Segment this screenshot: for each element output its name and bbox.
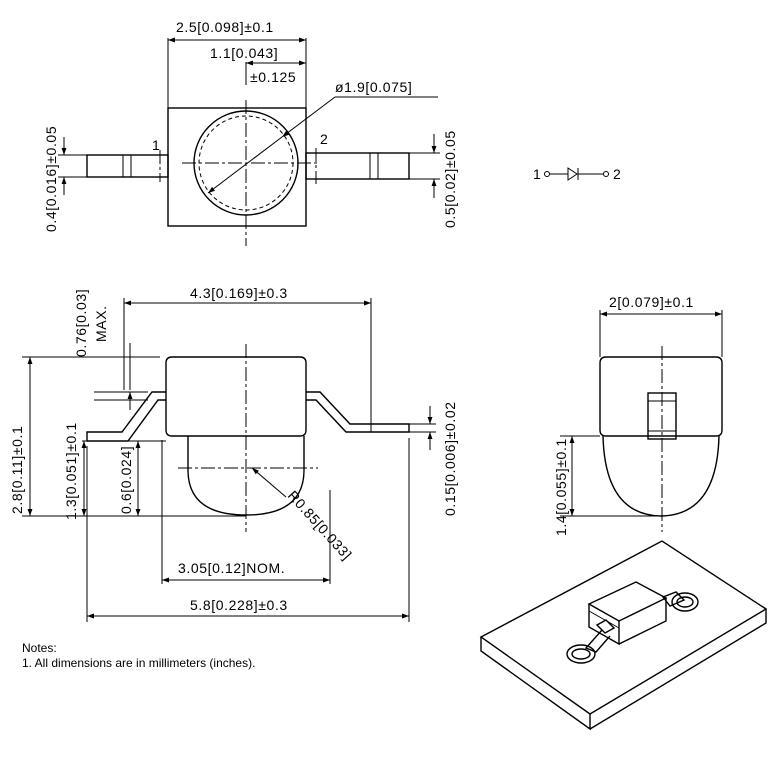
side-max-label: MAX. — [93, 305, 109, 342]
pin1-terminal-icon — [544, 171, 550, 177]
side-lead-thickness-dim-label: 0.15[0.006]±0.02 — [442, 401, 458, 516]
diode-schematic: 1 2 — [533, 166, 621, 182]
side-lead-height-dim-label: 0.76[0.03] — [73, 289, 89, 357]
side-lens-pitch-dim-label: 3.05[0.12]NOM. — [178, 560, 285, 576]
side-total-length-dim-label: 5.8[0.228]±0.3 — [190, 597, 288, 613]
pin2-terminal-icon — [603, 171, 609, 177]
side-height-13-dim-label: 1.3[0.051]±0.1 — [63, 422, 79, 520]
end-body-shape — [599, 356, 723, 437]
side-view: 4.3[0.169]±0.3 0.76[0.03] MAX. 2.8[0.11]… — [9, 285, 458, 622]
end-width-dim-label: 2[0.079]±0.1 — [609, 294, 694, 310]
schematic-pin2-label: 2 — [613, 166, 621, 182]
diode-symbol-icon — [567, 167, 578, 181]
top-width-dim-label: 2.5[0.098]±0.1 — [176, 19, 274, 35]
side-body-shape — [165, 356, 307, 437]
side-total-height-dim-label: 2.8[0.11]±0.1 — [9, 426, 25, 514]
isometric-view — [479, 540, 768, 731]
top-diameter-dim-label: ø1.9[0.075] — [335, 79, 412, 95]
end-view: 2[0.079]±0.1 1.4[0.055]±0.1 — [553, 294, 723, 536]
side-right-lead — [306, 391, 410, 433]
top-offset-dim-label: 1.1[0.043] — [210, 45, 278, 61]
end-lens-shape — [602, 435, 720, 517]
side-radius-dim-label: R0.85[0.033] — [285, 487, 355, 563]
side-body-width-dim-label: 4.3[0.169]±0.3 — [190, 285, 288, 301]
top-right-lead-dim-label: 0.5[0.02]±0.05 — [442, 130, 458, 228]
top-left-lead-dim-label: 0.4[0.016]±0.05 — [43, 126, 59, 232]
notes-block: Notes: 1. All dimensions are in millimet… — [22, 641, 255, 671]
end-height-dim-label: 1.4[0.055]±0.1 — [553, 438, 569, 536]
side-left-lead — [86, 391, 166, 442]
notes-title: Notes: — [22, 641, 57, 655]
side-height-06-dim-label: 0.6[0.024] — [118, 446, 134, 514]
notes-item-1: 1. All dimensions are in millimeters (in… — [22, 656, 256, 670]
top-pin2-label: 2 — [320, 131, 328, 147]
top-pin1-label: 1 — [152, 137, 160, 153]
top-offset-tolerance-label: ±0.125 — [250, 69, 296, 85]
schematic-pin1-label: 1 — [533, 166, 541, 182]
top-view: 2.5[0.098]±0.1 1.1[0.043] ±0.125 ø1.9[0.… — [43, 19, 458, 246]
